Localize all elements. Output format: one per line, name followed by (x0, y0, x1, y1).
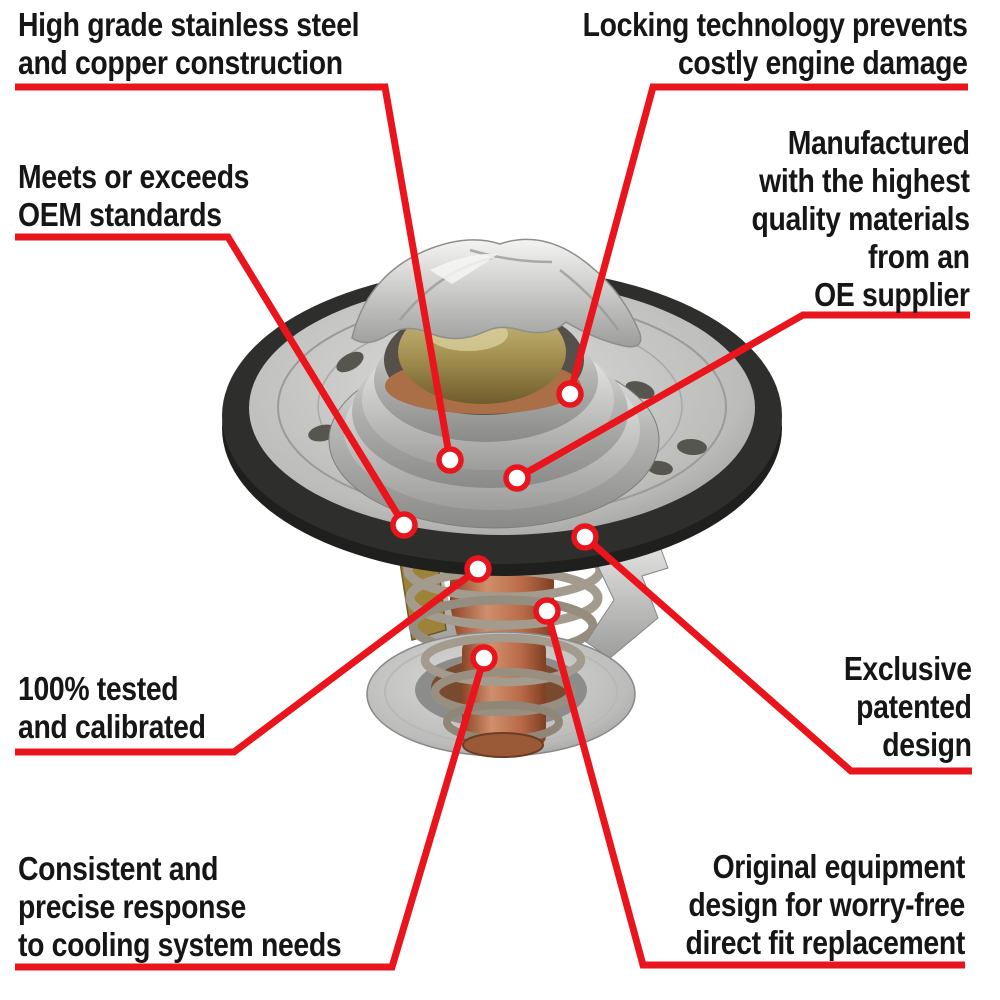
callout-line-consistent (15, 657, 488, 971)
element-base-cap (462, 732, 544, 758)
callout-text-line: design for worry-free (688, 886, 965, 923)
callout-point-manufactured (503, 464, 531, 492)
callout-text-line: Manufactured (788, 124, 970, 161)
callout-text-line: costly engine damage (678, 44, 968, 81)
callout-point-high-grade (436, 446, 464, 474)
callout-point-tested (464, 555, 492, 583)
callout-line-locking (566, 83, 968, 395)
callout-line-manufactured (515, 311, 970, 482)
callout-label-manufactured: Manufactured with the highest quality ma… (752, 124, 970, 314)
callout-text-line: quality materials (751, 200, 970, 237)
callout-text-line: design (882, 726, 973, 763)
callout-point-consistent (470, 644, 498, 672)
callout-label-locking: Locking technology prevents costly engin… (583, 6, 968, 82)
callout-text-line: direct fit replacement (685, 924, 966, 961)
callout-label-high-grade: High grade stainless steel and copper co… (18, 6, 360, 82)
callout-text-line: Locking technology prevents (583, 6, 968, 43)
callout-text-line: Exclusive (844, 650, 972, 687)
callout-point-locking (556, 380, 584, 408)
callout-text-line: patented (856, 688, 972, 725)
callout-text-line: Meets or exceeds (18, 158, 250, 195)
callout-label-original-equipment: Original equipment design for worry-free… (685, 848, 966, 962)
callout-lines (15, 83, 972, 971)
callout-point-exclusive (571, 523, 599, 551)
callout-line-high-grade (15, 83, 454, 461)
callout-line-original-equipment (543, 610, 965, 969)
callout-text-line: OE supplier (814, 276, 971, 313)
callout-line-meets-oem (15, 233, 407, 527)
callout-text-line: to cooling system needs (18, 926, 342, 963)
callout-text-line: from an (868, 238, 970, 275)
callout-text-line: High grade stainless steel (18, 6, 360, 43)
callout-line-tested (15, 566, 481, 756)
callout-point-original-equipment (533, 597, 561, 625)
callout-text-line: with the highest (759, 162, 971, 199)
callout-point-meets-oem (390, 511, 418, 539)
callout-text-line: Original equipment (712, 848, 966, 885)
callout-text-line: 100% tested (18, 670, 179, 707)
callout-label-consistent: Consistent and precise response to cooli… (18, 850, 342, 964)
callout-text-line: and copper construction (18, 44, 343, 81)
callout-label-exclusive: Exclusive patented design (844, 650, 972, 764)
callout-text-line: OEM standards (18, 196, 222, 233)
callout-points (390, 380, 599, 672)
callout-text-line: and calibrated (18, 708, 206, 745)
callout-label-meets-oem: Meets or exceeds OEM standards (18, 158, 249, 234)
callout-text-line: precise response (18, 888, 246, 925)
callout-line-exclusive (582, 534, 972, 775)
thermostat-body (222, 238, 782, 758)
callout-text-line: Consistent and (18, 850, 219, 887)
callout-label-tested: 100% tested and calibrated (18, 670, 206, 746)
spring-coil (420, 633, 586, 687)
